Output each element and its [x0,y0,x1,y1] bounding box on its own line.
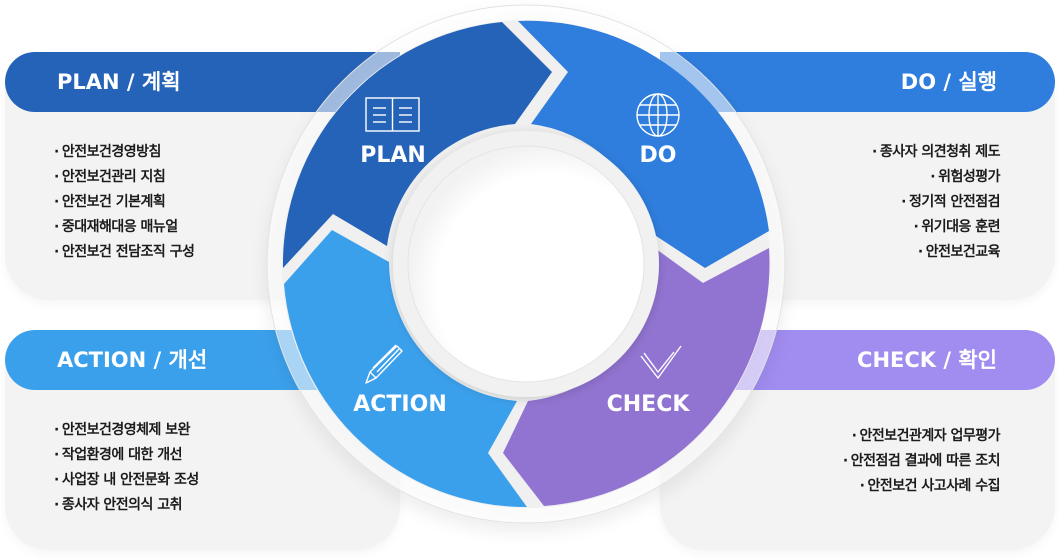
list-item: 사업장 내 안전문화 조성 [54,468,199,493]
plan-segment [282,22,552,268]
check-segment [503,246,770,506]
list-item: 안전보건경영방침 [54,140,194,165]
globe-icon [636,93,680,137]
list-item: 위기대응 훈련 [872,215,1000,240]
list-item: 종사자 의견청취 제도 [872,140,1001,165]
list-item: 안전보건교육 [872,240,1001,265]
list-item: 정기적 안전점검 [872,190,1001,215]
check-segment-label: CHECK [607,392,691,417]
list-item: 작업환경에 대한 개선 [54,443,199,468]
check-title: CHECK / 확인 [857,348,997,372]
plan-title: PLAN / 계획 [57,70,181,94]
action-title: ACTION / 개선 [57,348,208,372]
action-list: 안전보건경영체제 보완 작업환경에 대한 개선 사업장 내 안전문화 조성 종사… [54,418,199,518]
center-disc [407,145,645,383]
plan-segment-label: PLAN [360,143,426,168]
list-item: 안전보건관계자 업무평가 [843,424,1000,449]
list-item: 안전보건경영체제 보완 [54,418,199,443]
list-item: 위험성평가 [872,165,1000,190]
do-list: 종사자 의견청취 제도 위험성평가 정기적 안전점검 위기대응 훈련 안전보건교… [872,140,1001,265]
list-item: 안전점검 결과에 따른 조치 [843,449,1001,474]
list-item: 중대재해대응 매뉴얼 [54,215,194,240]
do-segment-label: DO [640,143,677,168]
list-item: 안전보건 기본계획 [54,190,194,215]
checkmark-icon [640,345,682,380]
list-item: 종사자 안전의식 고취 [54,493,199,518]
plan-list: 안전보건경영방침 안전보건관리 지침 안전보건 기본계획 중대재해대응 매뉴얼 … [54,140,195,265]
action-segment [284,230,527,508]
check-list: 안전보건관계자 업무평가 안전점검 결과에 따른 조치 안전보건 사고사례 수집 [843,424,1001,499]
do-title: DO / 실행 [900,70,997,94]
list-item: 안전보건관리 지침 [54,165,194,190]
pencil-icon [365,344,403,384]
list-item: 안전보건 전담조직 구성 [54,240,195,265]
action-segment-label: ACTION [353,392,446,417]
open-book-icon [365,97,420,132]
list-item: 안전보건 사고사례 수집 [843,474,1000,499]
do-segment [518,20,769,269]
